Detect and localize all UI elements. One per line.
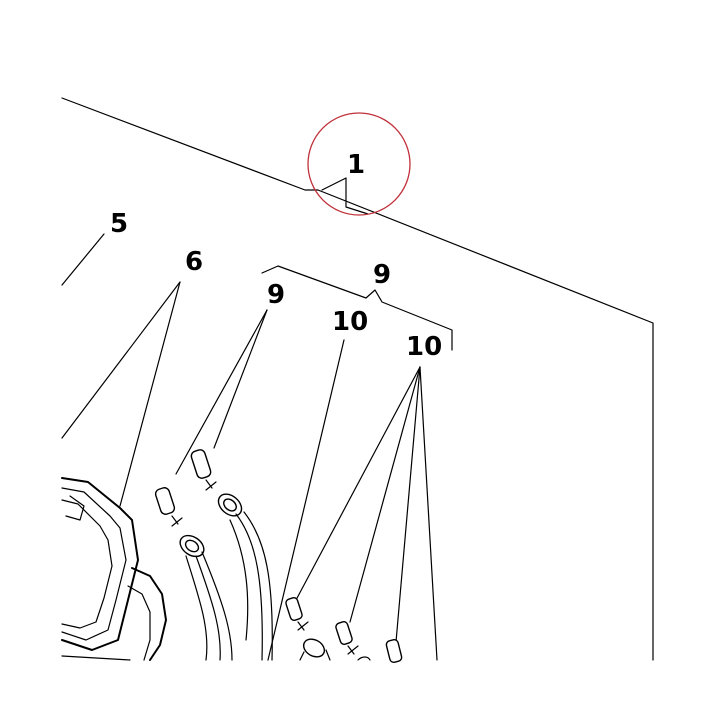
callout-6: 6 bbox=[185, 247, 203, 277]
callout-9: 9 bbox=[267, 280, 285, 310]
callout-5: 5 bbox=[110, 209, 128, 239]
connector-9-right bbox=[190, 449, 273, 661]
connector-10-a bbox=[285, 597, 331, 661]
leader-lines bbox=[61, 233, 438, 661]
connector-10-b bbox=[335, 621, 371, 661]
callout-10-group: 10 bbox=[406, 332, 442, 362]
connector-9-left bbox=[154, 487, 233, 661]
highlight-circle bbox=[307, 112, 411, 216]
housing-cover bbox=[61, 477, 167, 661]
bracket-9 bbox=[261, 265, 453, 351]
callout-9-bracket: 9 bbox=[373, 260, 391, 290]
callout-1: 1 bbox=[347, 150, 365, 180]
connector-10-c bbox=[385, 639, 403, 663]
callout-10: 10 bbox=[332, 307, 368, 337]
panel-outline bbox=[61, 97, 654, 661]
